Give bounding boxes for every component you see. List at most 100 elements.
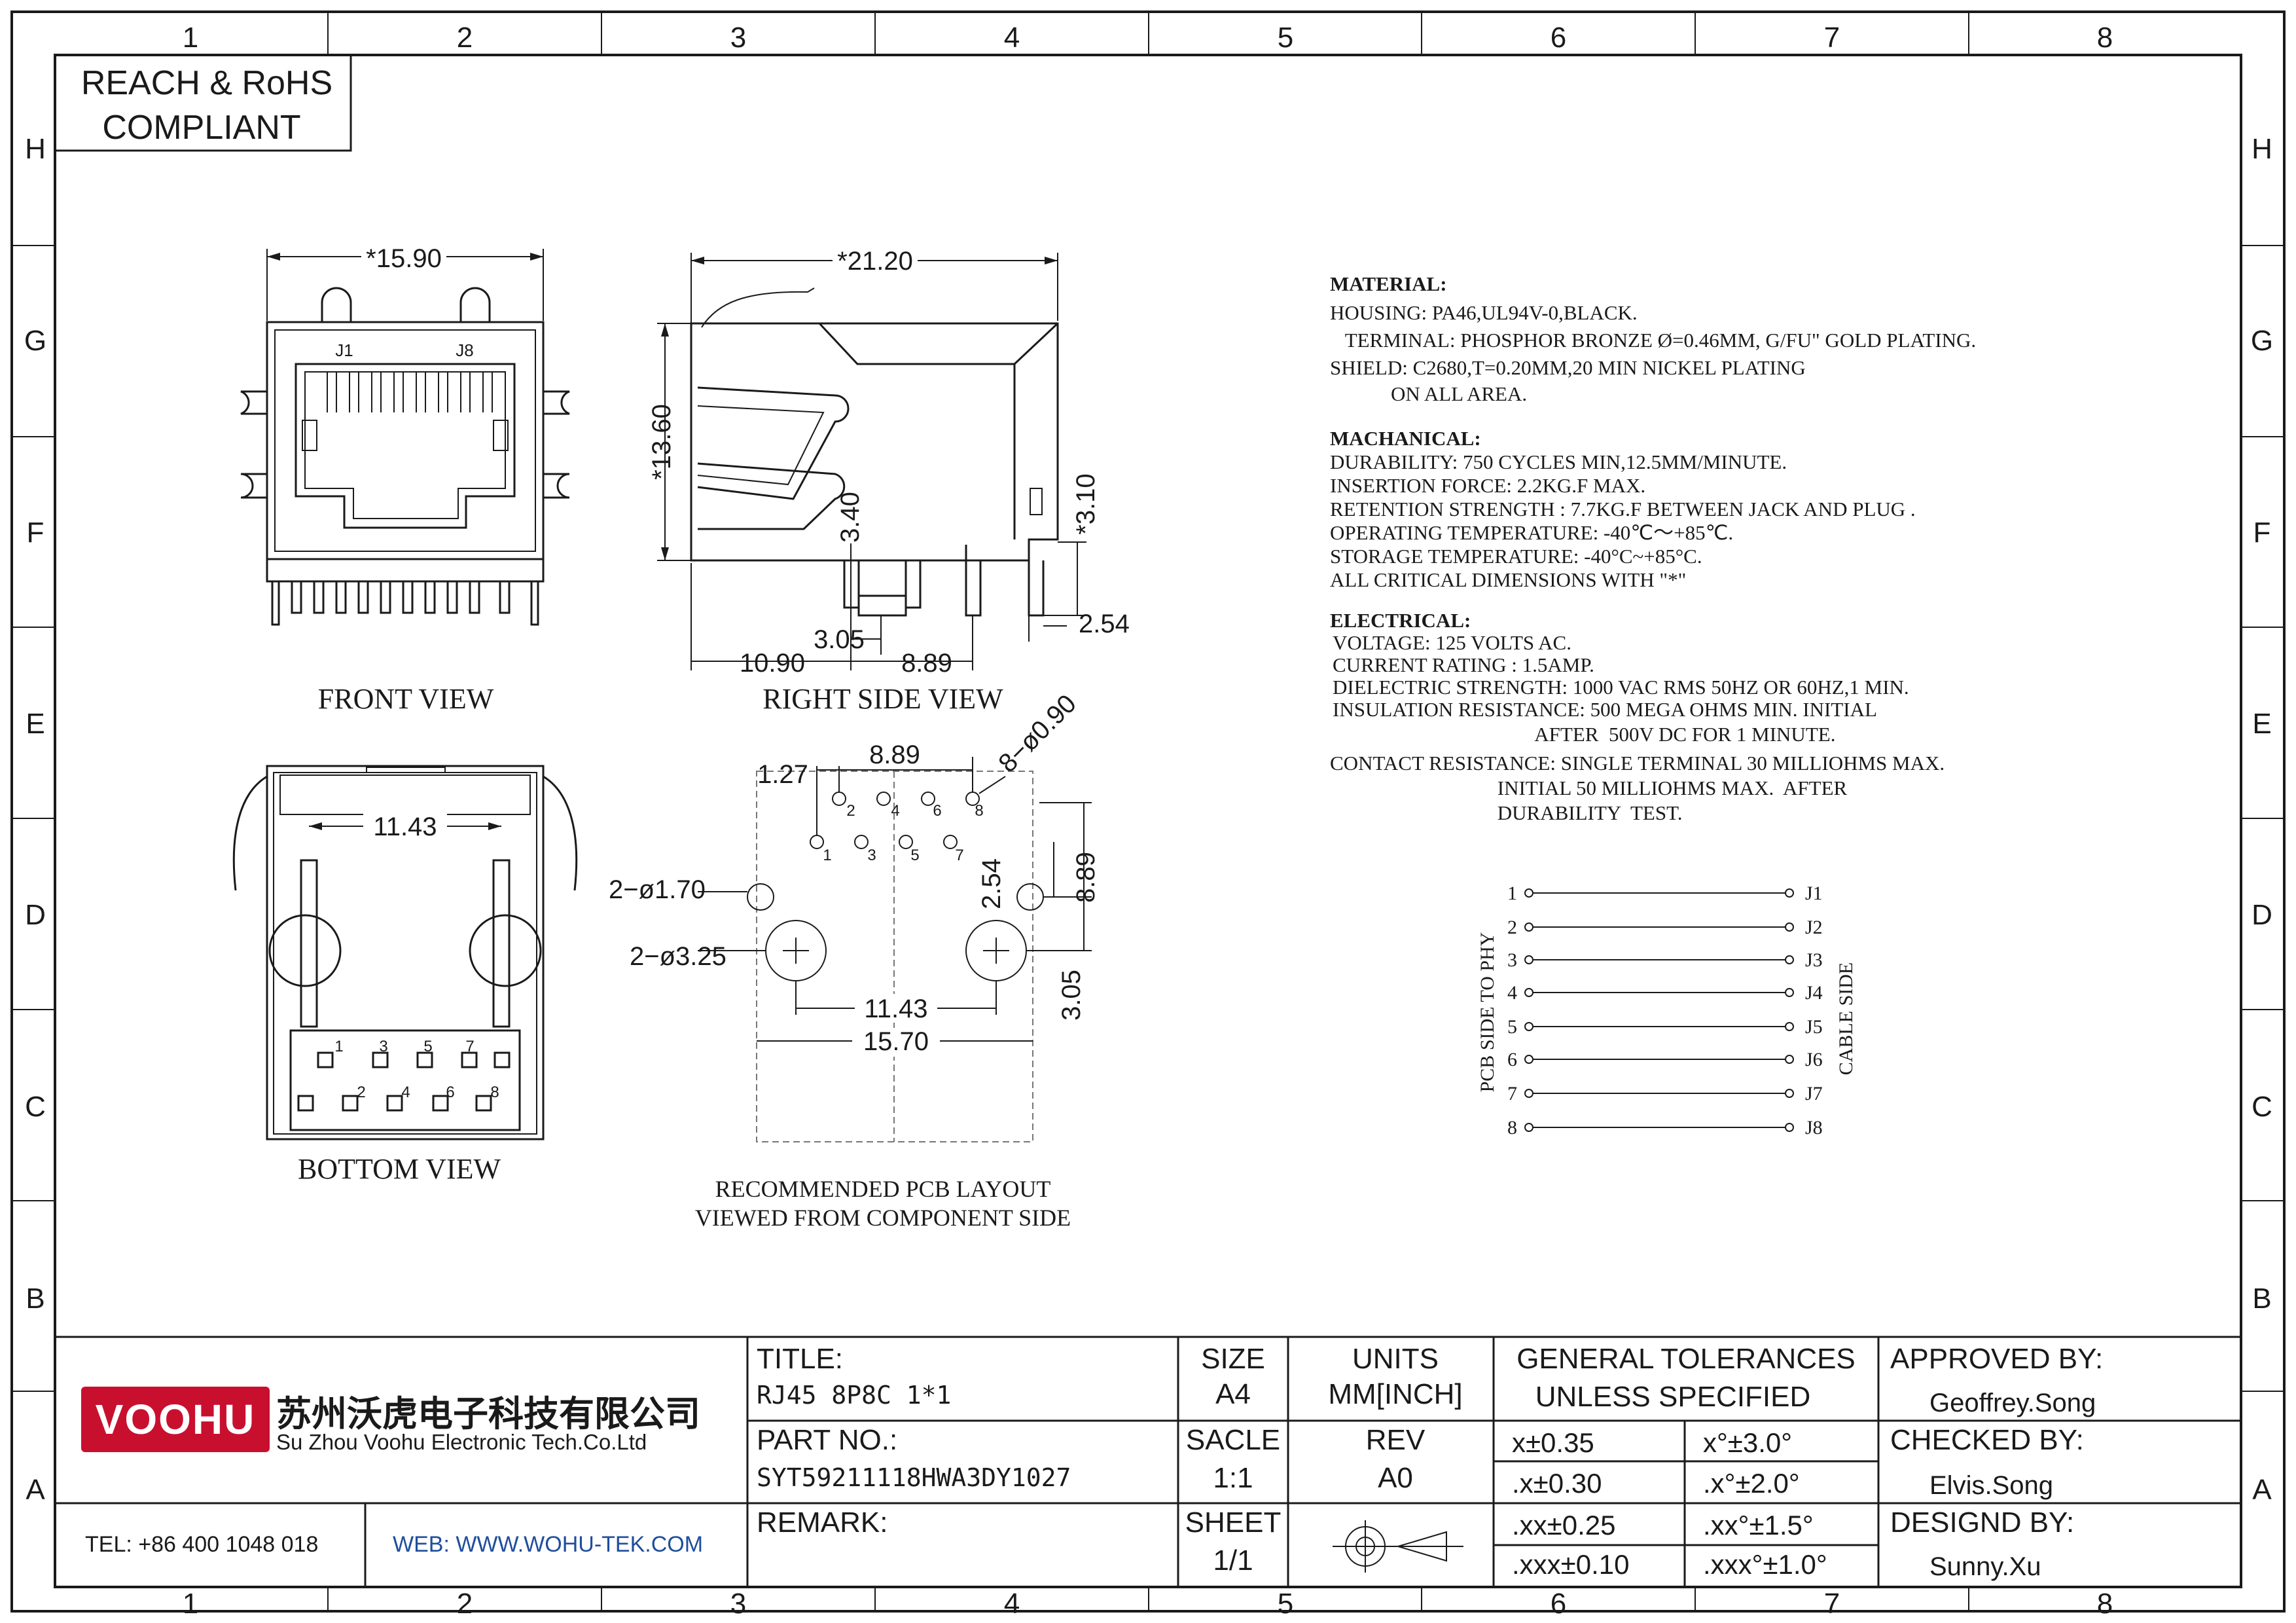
checked-value: Elvis.Song: [1929, 1471, 2053, 1500]
schematic-left-pin: 4: [1507, 982, 1517, 1004]
schematic-left-pin: 5: [1507, 1016, 1517, 1038]
electrical-line: CURRENT RATING : 1.5AMP.: [1333, 653, 1594, 676]
part-label: PART NO.:: [757, 1424, 897, 1456]
title-value: RJ45 8P8C 1*1: [757, 1381, 951, 1410]
mechanical-line: OPERATING TEMPERATURE: -40℃～+85℃.: [1330, 521, 1733, 544]
mechanical-head: MACHANICAL:: [1330, 427, 1481, 450]
tol-linear: x±0.35: [1512, 1427, 1594, 1458]
schematic-right-pin: J4: [1805, 982, 1823, 1004]
row-label-left: F: [27, 517, 45, 549]
right-view-label: RIGHT SIDE VIEW: [762, 683, 1003, 715]
schematic-right-pin: J2: [1805, 917, 1823, 938]
pcb-label-line1: RECOMMENDED PCB LAYOUT: [715, 1176, 1051, 1202]
grid-ticks: [12, 12, 2284, 1611]
pcb-dim-889-right: 8.89: [1071, 852, 1100, 903]
electrical-line: INITIAL 50 MILLIOHMS MAX. AFTER: [1330, 776, 1848, 799]
pcb-dim-305: 3.05: [1057, 970, 1086, 1021]
right-dim-254: 2.54: [1079, 610, 1130, 638]
material-line: ON ALL AREA.: [1330, 382, 1527, 405]
row-label-right: G: [2251, 325, 2273, 357]
col-label-bottom: 4: [1004, 1588, 1020, 1620]
col-label-top: 5: [1278, 22, 1293, 54]
schematic-left-pin: 3: [1507, 949, 1517, 971]
remark-label: REMARK:: [757, 1506, 888, 1539]
pcb-pin-label: 2: [846, 802, 855, 820]
bottom-pin-label: 8: [490, 1084, 499, 1101]
tol-linear: .xxx±0.10: [1512, 1549, 1629, 1580]
bottom-view: 11.43 1 3 5 7 2 4 6 8 BOTTOM VIEW: [232, 765, 578, 1185]
bottom-pin-label: 5: [423, 1038, 432, 1055]
tol-angular: .xx°±1.5°: [1703, 1510, 1814, 1541]
pcb-pin-label: 4: [891, 802, 899, 820]
schematic-right-pin: J5: [1805, 1016, 1823, 1038]
schematic-right-pin: J1: [1805, 883, 1823, 904]
row-label-left: B: [26, 1283, 45, 1315]
title-block: VOOHU 苏州沃虎电子科技有限公司 Su Zhou Voohu Electro…: [54, 1336, 2242, 1588]
schematic-right-pin: J6: [1805, 1049, 1823, 1070]
logo-text: VOOHU: [96, 1396, 256, 1443]
schematic-right-pin: J3: [1805, 949, 1823, 971]
bottom-pin-label: 2: [357, 1084, 365, 1101]
schematic-right-pin: J8: [1805, 1117, 1823, 1139]
pcb-pin-label: 6: [933, 802, 941, 820]
units-label: UNITS: [1352, 1343, 1439, 1375]
mechanical-line: DURABILITY: 750 CYCLES MIN,12.5MM/MINUTE…: [1330, 450, 1787, 473]
pcb-dim-hole325: 2−ø3.25: [630, 942, 726, 971]
pcb-pin-label: 3: [867, 847, 876, 864]
bottom-dim-1143: 11.43: [373, 812, 437, 841]
material-line: TERMINAL: PHOSPHOR BRONZE Ø=0.46MM, G/FU…: [1330, 329, 1976, 352]
row-label-right: D: [2251, 899, 2272, 931]
contact-web: WEB: WWW.WOHU-TEK.COM: [393, 1532, 703, 1557]
size-value: A4: [1215, 1378, 1251, 1410]
front-width-dim: *15.90: [366, 244, 442, 273]
schematic-left-pin: 1: [1507, 883, 1517, 904]
scale-label: SACLE: [1186, 1424, 1280, 1456]
third-angle-projection-icon: [1333, 1520, 1463, 1573]
pcb-label-line2: VIEWED FROM COMPONENT SIDE: [695, 1205, 1071, 1231]
pcb-pin-label: 7: [955, 847, 963, 864]
sheet-value: 1/1: [1213, 1544, 1253, 1577]
row-label-left: C: [25, 1091, 46, 1123]
tolerance-title-1: GENERAL TOLERANCES: [1516, 1343, 1856, 1375]
pcb-pin-label: 1: [823, 847, 831, 864]
pcb-dim-hole090: 8−ø0.90: [993, 689, 1082, 778]
electrical-line: INSULATION RESISTANCE: 500 MEGA OHMS MIN…: [1333, 698, 1877, 721]
pcb-layout: 2 4 6 8 1 3 5 7 1.27 8.89 8−ø0.90 2−ø1.7…: [609, 689, 1100, 1231]
col-label-bottom: 8: [2097, 1588, 2113, 1620]
electrical-line: CONTACT RESISTANCE: SINGLE TERMINAL 30 M…: [1330, 752, 1945, 775]
electrical-line: DURABILITY TEST.: [1330, 801, 1682, 824]
front-view: *15.90 J1 J8: [240, 242, 570, 715]
schematic-left-pin: 8: [1507, 1117, 1517, 1139]
right-height-dim: *13.60: [647, 404, 676, 480]
right-side-view: *21.20 *13.60 3.40 *3.10: [647, 246, 1130, 715]
mechanical-line: STORAGE TEMPERATURE: -40°C~+85°C.: [1330, 545, 1702, 568]
right-dim-889: 8.89: [901, 649, 952, 678]
schematic-right-pin: J7: [1805, 1083, 1823, 1104]
approved-value: Geoffrey.Song: [1929, 1389, 2096, 1417]
pcb-dim-127: 1.27: [757, 760, 808, 789]
row-label-right: E: [2252, 708, 2271, 740]
mechanical-line: RETENTION STRENGTH : 7.7KG.F BETWEEN JAC…: [1330, 498, 1916, 520]
company-cn: 苏州沃虎电子科技有限公司: [276, 1393, 700, 1434]
row-label-left: E: [26, 708, 45, 740]
compliance-line1: REACH & RoHS: [81, 64, 332, 102]
schematic-left-label: PCB SIDE TO PHY: [1477, 932, 1498, 1093]
electrical-line: VOLTAGE: 125 VOLTS AC.: [1333, 631, 1571, 654]
row-label-left: H: [25, 133, 46, 165]
pcb-dim-hole170: 2−ø1.70: [609, 875, 706, 904]
front-j8-label: J8: [456, 340, 473, 360]
col-label-top: 4: [1004, 22, 1020, 54]
row-label-right: H: [2251, 133, 2272, 165]
row-label-right: A: [2252, 1474, 2272, 1506]
scale-value: 1:1: [1213, 1462, 1253, 1494]
row-label-left: D: [25, 899, 46, 931]
row-label-left: A: [26, 1474, 45, 1506]
col-label-bottom: 2: [457, 1588, 473, 1620]
pcb-pin-label: 8: [975, 802, 983, 820]
column-labels: 1 2 3 4 5 6 7 8 1 2 3 4 5 6 7 8: [183, 22, 2113, 1620]
pcb-dim-254: 2.54: [977, 858, 1006, 909]
title-label: TITLE:: [757, 1343, 843, 1375]
specs: MATERIAL: HOUSING: PA46,UL94V-0,BLACK. T…: [1330, 272, 1976, 824]
col-label-bottom: 1: [183, 1588, 198, 1620]
row-labels: H G F E D C B A H G F E D C B A: [24, 133, 2273, 1506]
